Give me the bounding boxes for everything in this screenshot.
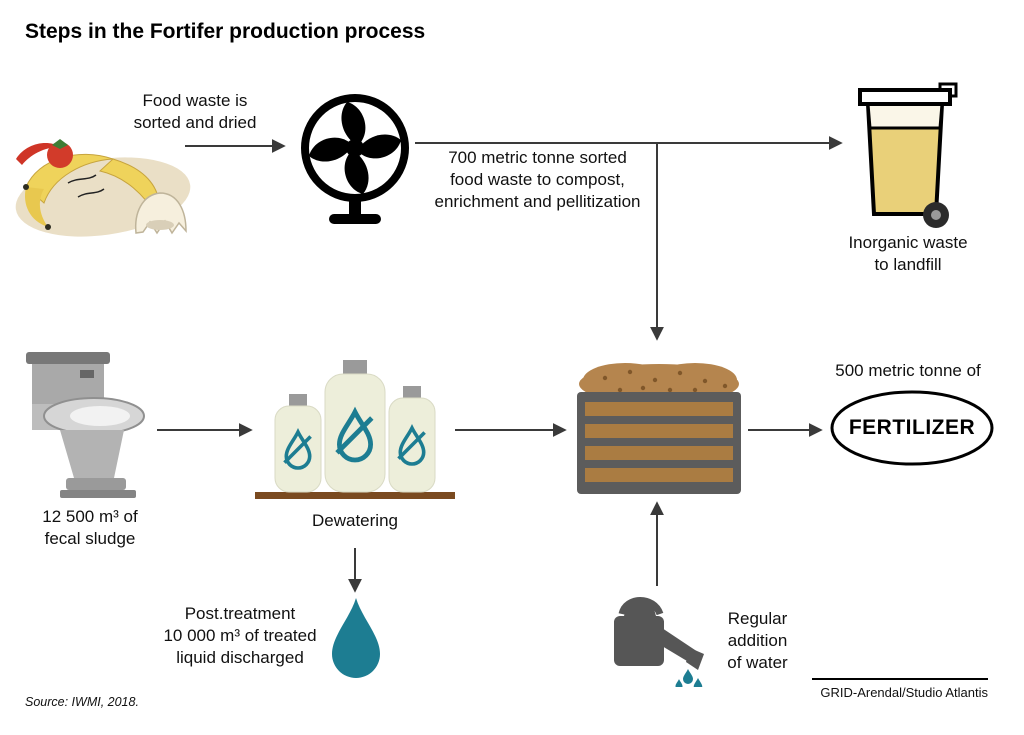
label-inorganic-waste: Inorganic waste to landfill [848,233,968,274]
fertilizer-oval-badge [830,390,994,466]
food-waste-icon [15,139,191,237]
can-handle [618,597,664,616]
waste-bin-icon [858,82,958,228]
fertilizer-label: FERTILIZER [848,416,976,439]
table-surface [255,492,455,499]
source-note: Source: IWMI, 2018. [25,695,139,709]
flush-button [80,370,94,378]
fan-blades [309,102,401,194]
compost-layers [585,402,733,482]
toilet-tank-lid [26,352,110,364]
label-water-addition: Regular addition of water [727,609,788,672]
red-peel [16,143,60,165]
tomato [47,142,73,168]
dewatering-bottles-icon [255,360,455,499]
water-drop-icon [332,598,380,678]
toilet-bowl [60,430,124,478]
page-title: Steps in the Fortifer production process [25,20,426,43]
credit-note: GRID-Arendal/Studio Atlantis [812,678,988,700]
watering-can-icon [614,597,704,687]
label-fecal-sludge: 12 500 m³ of fecal sludge [42,507,138,548]
toilet-icon [26,352,145,498]
label-post-treatment: Post.treatment 10 000 m³ of treated liqu… [163,604,317,667]
label-compost-input: 700 metric tonne sorted food waste to co… [434,148,641,211]
drying-fan-icon [301,94,409,224]
compost-bed-icon [577,363,741,494]
can-body [614,616,664,666]
bin-lid [858,88,952,106]
label-dewatering: Dewatering [312,511,398,530]
label-food-sorted: Food waste is sorted and dried [133,91,257,132]
label-fertilizer-amount: 500 metric tonne of [835,361,981,380]
